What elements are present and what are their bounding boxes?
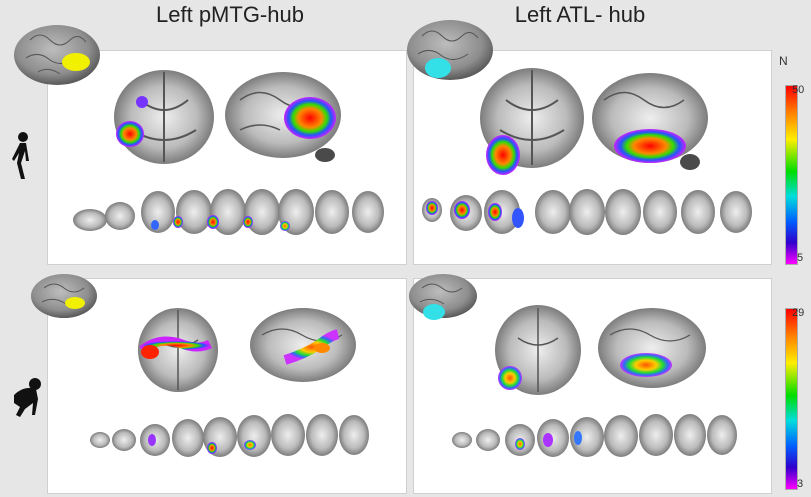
human-atl-axial-row bbox=[422, 189, 752, 235]
title-left-pmtg-hub: Left pMTG-hub bbox=[156, 2, 304, 27]
colorbar-chimp bbox=[785, 308, 798, 490]
colorbar-human-min: 5 bbox=[797, 252, 804, 264]
chimpanzee-icon bbox=[14, 378, 41, 417]
inset-brain-chimp-pmtg bbox=[31, 274, 97, 318]
pmtg-seed-chimp bbox=[65, 297, 85, 309]
inset-brain-chimp-atl bbox=[409, 274, 477, 320]
colorbar-human-max: 50 bbox=[792, 84, 805, 96]
human-pmtg-axial-row bbox=[73, 189, 384, 235]
colorbar-chimp-min: 3 bbox=[797, 478, 804, 490]
walking-human-icon bbox=[12, 132, 29, 179]
chimp-atl-axial-row bbox=[452, 414, 737, 457]
title-left-atl-hub: Left ATL- hub bbox=[514, 2, 646, 27]
inset-brain-human-pmtg bbox=[14, 25, 100, 85]
inset-brain-human-atl bbox=[407, 20, 493, 80]
chimp-pmtg-coronal bbox=[138, 308, 218, 392]
atl-seed-chimp bbox=[423, 304, 445, 320]
atl-seed-human bbox=[425, 58, 451, 78]
colorbar-human bbox=[785, 85, 798, 265]
human-atl-coronal bbox=[480, 68, 584, 175]
chimp-pmtg-sagittal bbox=[250, 308, 356, 382]
chimp-atl-coronal bbox=[495, 305, 581, 395]
colorbar-unit-label: N bbox=[779, 54, 788, 68]
panel-chimp-atl bbox=[413, 278, 772, 494]
chimp-atl-sagittal bbox=[598, 308, 706, 388]
chimp-pmtg-axial-row bbox=[90, 414, 369, 457]
human-pmtg-sagittal bbox=[225, 72, 341, 162]
panel-chimp-pmtg bbox=[47, 278, 407, 494]
human-pmtg-coronal bbox=[114, 70, 214, 164]
colorbar-chimp-max: 29 bbox=[792, 307, 805, 319]
pmtg-seed-human bbox=[62, 53, 90, 71]
human-atl-sagittal bbox=[592, 73, 708, 170]
